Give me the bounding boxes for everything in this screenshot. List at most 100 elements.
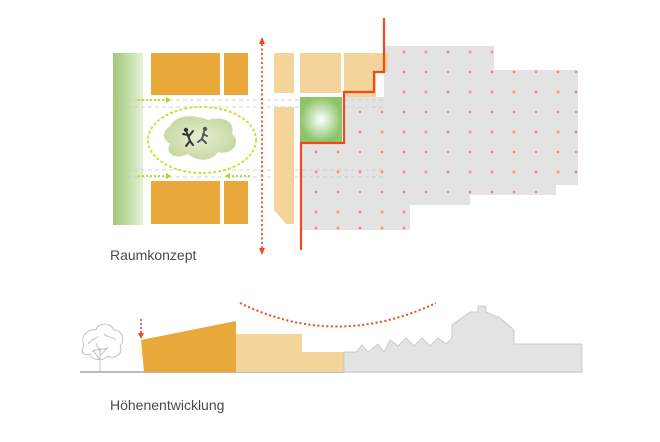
grid-dot bbox=[574, 70, 578, 74]
grid-dot bbox=[402, 50, 406, 54]
grid-dot bbox=[490, 70, 494, 74]
grid-dot bbox=[446, 110, 450, 114]
arrow-down-icon bbox=[138, 319, 144, 339]
grid-dot bbox=[512, 130, 516, 134]
grid-dot bbox=[336, 150, 340, 154]
grid-dot bbox=[314, 150, 318, 154]
grid-dots bbox=[314, 50, 578, 230]
section-building-tall bbox=[141, 321, 236, 372]
grid-dot bbox=[314, 210, 318, 214]
grid-dot bbox=[402, 90, 406, 94]
site-plan bbox=[113, 18, 578, 255]
grid-dot bbox=[402, 110, 406, 114]
building-block bbox=[151, 181, 220, 224]
grid-dot bbox=[556, 150, 560, 154]
axis-arrow bbox=[259, 37, 265, 255]
grid-dot bbox=[490, 90, 494, 94]
grid-dot bbox=[424, 170, 428, 174]
grid-dot bbox=[534, 130, 538, 134]
grid-dot bbox=[358, 110, 362, 114]
grid-dot bbox=[424, 70, 428, 74]
grid-dot bbox=[336, 226, 340, 230]
grid-dot bbox=[380, 170, 384, 174]
grid-dot bbox=[468, 110, 472, 114]
building-block bbox=[344, 53, 388, 97]
grid-dot bbox=[380, 130, 384, 134]
grid-dot bbox=[490, 150, 494, 154]
building-block bbox=[274, 53, 294, 93]
grid-dot bbox=[534, 170, 538, 174]
grid-dot bbox=[468, 150, 472, 154]
grid-dot bbox=[380, 210, 384, 214]
grid-dot bbox=[446, 150, 450, 154]
green-arrows bbox=[138, 97, 250, 179]
grid-dot bbox=[314, 226, 318, 230]
grid-dot bbox=[468, 90, 472, 94]
grid-dot bbox=[380, 150, 384, 154]
building-block bbox=[274, 107, 294, 224]
grid-dot bbox=[314, 170, 318, 174]
grid-dot bbox=[446, 130, 450, 134]
grid-dot bbox=[490, 50, 494, 54]
grid-dot bbox=[534, 70, 538, 74]
grid-dot bbox=[402, 150, 406, 154]
grid-dot bbox=[468, 50, 472, 54]
grid-dot bbox=[358, 150, 362, 154]
building-block bbox=[224, 53, 248, 95]
building-block bbox=[300, 53, 341, 93]
building-block bbox=[224, 181, 248, 224]
grid-dot bbox=[446, 170, 450, 174]
grid-dot bbox=[556, 110, 560, 114]
existing-building-area bbox=[302, 46, 578, 230]
grid-dot bbox=[512, 150, 516, 154]
grid-dot bbox=[574, 170, 578, 174]
park-strip bbox=[113, 53, 143, 225]
people-icon bbox=[182, 126, 208, 147]
grid-dot bbox=[402, 210, 406, 214]
grid-dot bbox=[574, 90, 578, 94]
grid-dot bbox=[424, 190, 428, 194]
grid-dot bbox=[490, 170, 494, 174]
grid-dot bbox=[556, 70, 560, 74]
section-existing-silhouette bbox=[343, 305, 583, 373]
grid-dot bbox=[490, 110, 494, 114]
grid-dot bbox=[512, 110, 516, 114]
grid-dot bbox=[446, 190, 450, 194]
grid-dot bbox=[534, 150, 538, 154]
grid-dot bbox=[468, 190, 472, 194]
tree-icon bbox=[81, 323, 124, 372]
grid-dot bbox=[336, 210, 340, 214]
grid-dot bbox=[358, 190, 362, 194]
grid-dot bbox=[358, 170, 362, 174]
grid-dot bbox=[512, 190, 516, 194]
grid-dot bbox=[402, 226, 406, 230]
plan-title: Raumkonzept bbox=[110, 247, 196, 263]
green-blob bbox=[163, 116, 237, 160]
grid-dot bbox=[512, 70, 516, 74]
grid-dot bbox=[446, 70, 450, 74]
grid-dot bbox=[424, 110, 428, 114]
building-block bbox=[151, 53, 220, 95]
section-building-low bbox=[302, 352, 344, 372]
section-title: Höhenentwicklung bbox=[110, 397, 224, 413]
grid-dot bbox=[534, 90, 538, 94]
grid-dot bbox=[358, 130, 362, 134]
section-building-mid bbox=[236, 334, 302, 372]
grid-dot bbox=[402, 190, 406, 194]
elevation-section bbox=[80, 302, 583, 373]
height-arc bbox=[239, 302, 437, 328]
grid-dot bbox=[534, 190, 538, 194]
grid-dot bbox=[314, 190, 318, 194]
grid-dot bbox=[402, 70, 406, 74]
grid-dot bbox=[468, 70, 472, 74]
grid-dot bbox=[402, 130, 406, 134]
grid-dot bbox=[380, 110, 384, 114]
grid-dot bbox=[336, 190, 340, 194]
grid-dot bbox=[556, 90, 560, 94]
grid-dot bbox=[424, 130, 428, 134]
grid-dot bbox=[424, 90, 428, 94]
grid-dot bbox=[424, 50, 428, 54]
site-boundary-line bbox=[299, 18, 386, 250]
grid-dot bbox=[380, 226, 384, 230]
